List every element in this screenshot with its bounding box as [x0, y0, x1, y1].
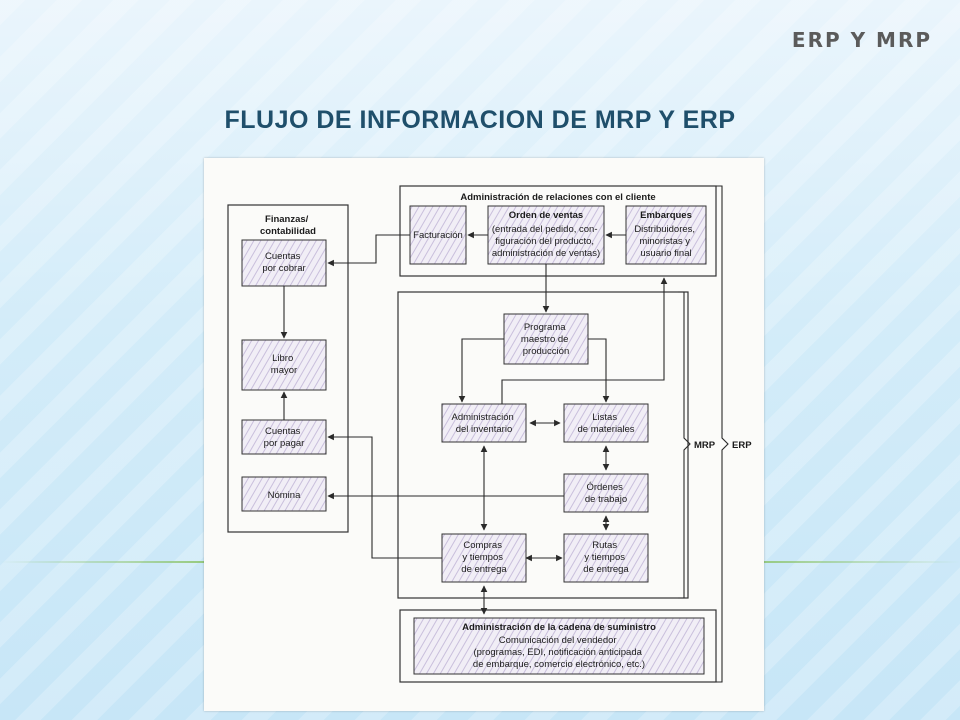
arrow-programa-listas [588, 338, 610, 403]
arrow-compras-pagar [327, 433, 442, 559]
cuentas-pagar-box [241, 419, 327, 455]
mrp-erp-flow-diagram: Administración de relaciones con el clie… [204, 158, 764, 711]
rutas-box [563, 533, 649, 583]
cuentas-cobrar-box [241, 239, 327, 287]
facturacion-box [409, 205, 467, 265]
section-title: ERP Y MRP [791, 28, 932, 52]
supply-chain-group [399, 609, 717, 683]
rutas-label: Rutas y tiempos de entrega [583, 540, 629, 575]
supply-chain-label: Comunicación del vendedor (programas, ED… [473, 635, 645, 670]
orden-ventas-title: Orden de ventas [509, 210, 583, 221]
ordenes-trabajo-label: Órdenes de trabajo [585, 482, 627, 505]
orden-ventas-box [487, 205, 605, 265]
supply-chain-box [413, 617, 705, 675]
programa-maestro-box [503, 313, 589, 365]
libro-mayor-box [241, 339, 327, 391]
listas-materiales-box [563, 403, 649, 443]
libro-mayor-label: Libro mayor [271, 353, 297, 376]
embarques-title: Embarques [640, 210, 692, 221]
arrow-inventario-embarques [501, 277, 668, 404]
erp-brace [716, 185, 729, 683]
admin-inventario-box [441, 403, 527, 443]
facturacion-label: Facturación [413, 230, 463, 241]
orden-ventas-label: (entrada del pedido, con- figuración del… [492, 224, 600, 259]
admin-inventario-label: Administración del inventario [452, 412, 517, 435]
slide-title: FLUJO DE INFORMACION DE MRP Y ERP [224, 106, 736, 134]
mrp-label: MRP [694, 440, 716, 451]
diagram-canvas: Administración de relaciones con el clie… [227, 185, 752, 683]
mrp-brace [678, 291, 691, 599]
mrp-area [397, 291, 689, 599]
customer-relations-title: Administración de relaciones con el clie… [460, 192, 655, 203]
embarques-box [625, 205, 707, 265]
programa-maestro-label: Programa maestro de producción [521, 322, 571, 357]
cuentas-cobrar-label: Cuentas por cobrar [262, 251, 305, 274]
ordenes-trabajo-box [563, 473, 649, 513]
compras-label: Compras y tiempos de entrega [461, 540, 507, 575]
listas-materiales-label: Listas de materiales [577, 412, 634, 435]
finance-group [227, 204, 349, 533]
finance-title: Finanzas/ contabilidad [260, 214, 316, 237]
arrow-programa-inventario [458, 338, 504, 403]
nomina-box [241, 476, 327, 512]
embarques-label: Distribuidores, minoristas y usuario fin… [634, 224, 697, 259]
supply-chain-title: Administración de la cadena de suministr… [462, 622, 656, 633]
customer-relations-group [399, 185, 717, 277]
nomina-label: Nómina [268, 490, 301, 501]
erp-label: ERP [732, 440, 752, 451]
arrow-facturacion-cobrar [327, 234, 410, 267]
cuentas-pagar-label: Cuentas por pagar [264, 426, 305, 449]
